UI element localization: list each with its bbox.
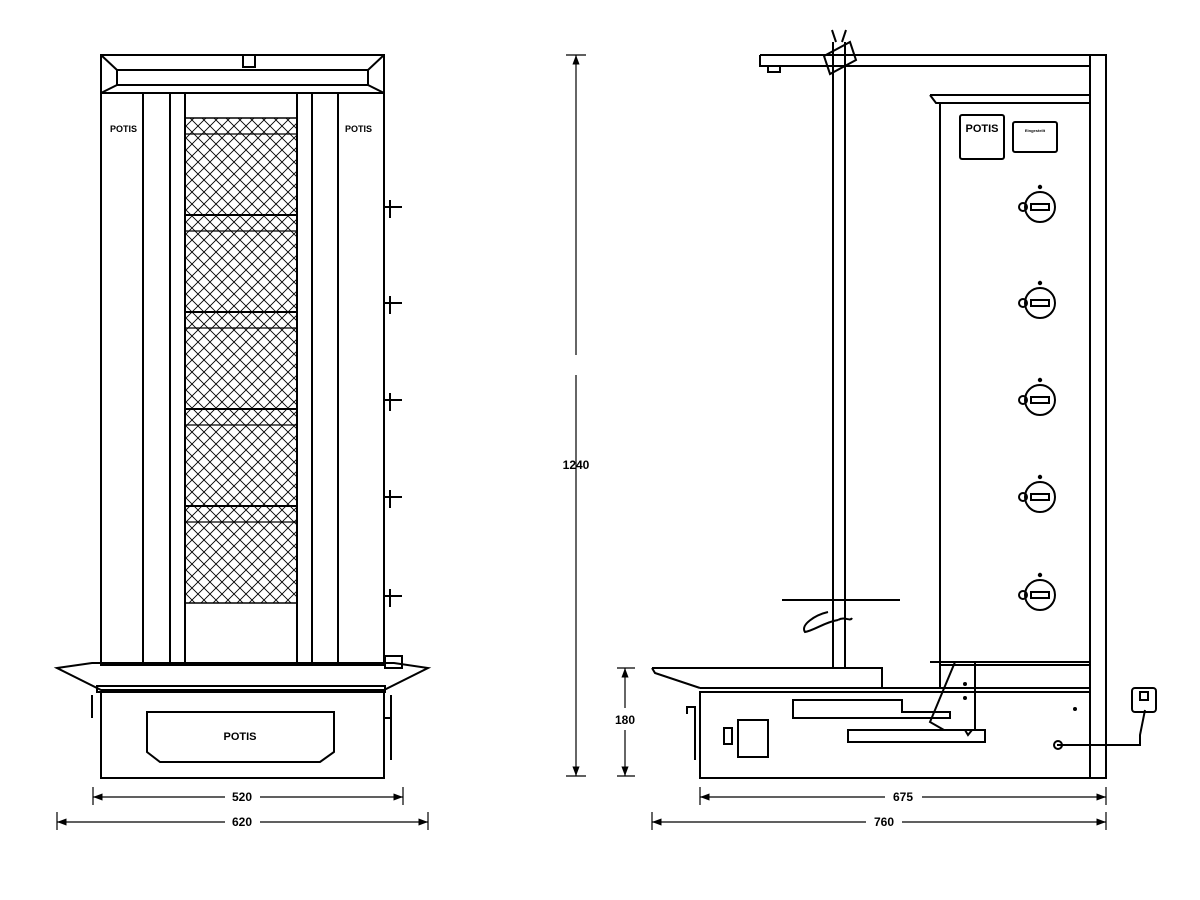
dimension-1240: 1240 (563, 55, 590, 776)
side-knobs (1018, 184, 1056, 611)
front-knobs (384, 200, 402, 607)
heater-mesh (184, 117, 298, 604)
dimension-760: 760 (652, 812, 1106, 830)
plate-brand: POTIS (965, 123, 998, 135)
drawer-handles (91, 695, 392, 760)
top-header (100, 54, 385, 94)
top-arm (759, 54, 1090, 73)
svg-text:520: 520 (232, 790, 252, 804)
power-cord (1057, 709, 1146, 746)
drawer-front (146, 711, 335, 763)
brand-right: POTIS (345, 124, 372, 134)
switch (723, 727, 733, 745)
svg-text:1240: 1240 (563, 458, 590, 472)
drawer-brand: POTIS (223, 731, 256, 743)
dimension-620: 620 (57, 812, 428, 830)
drip-tray (53, 662, 432, 691)
side-rim (700, 661, 1090, 689)
meat-plate (782, 599, 900, 634)
spit-clamp (822, 29, 858, 76)
svg-text:620: 620 (232, 815, 252, 829)
panel-top (929, 94, 1090, 104)
dimension-675: 675 (700, 787, 1106, 805)
back-column (1089, 54, 1107, 779)
slide-rails (792, 699, 986, 743)
side-box (737, 719, 769, 758)
dimension-180: 180 (615, 668, 635, 776)
brand-left: POTIS (110, 124, 137, 134)
top-tab (242, 54, 256, 68)
svg-text:760: 760 (874, 815, 894, 829)
side-base (699, 691, 1091, 779)
dimension-520: 520 (93, 787, 403, 805)
front-view: POTIS POTIS POTIS 520 620 (53, 54, 432, 830)
info-plate-label: Eingestellt (1025, 128, 1046, 133)
spit (832, 42, 846, 668)
info-plate (1012, 121, 1058, 153)
base-drawer (100, 691, 385, 779)
svg-text:675: 675 (893, 790, 913, 804)
control-panel (939, 102, 1091, 666)
tray-tab (384, 655, 403, 669)
side-view: POTIS Eingestellt 675 (651, 29, 1157, 830)
side-drip-tray (651, 667, 883, 689)
power-plug (1131, 687, 1157, 713)
svg-text:180: 180 (615, 713, 635, 727)
bracket (928, 661, 976, 737)
side-hook (686, 706, 696, 760)
brand-plate (959, 114, 1005, 160)
